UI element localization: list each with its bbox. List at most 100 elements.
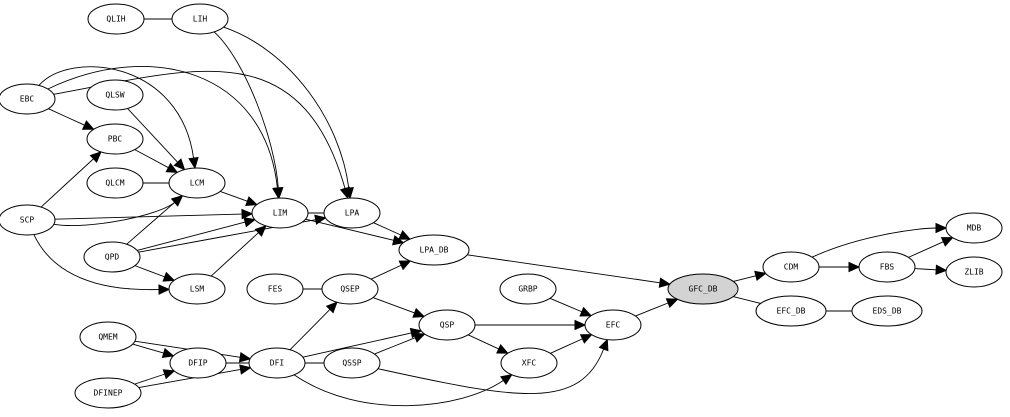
node-label: EDS_DB xyxy=(873,307,902,316)
node-pbc[interactable]: PBC xyxy=(86,123,144,155)
node-lsm[interactable]: LSM xyxy=(168,273,226,305)
edge-qmem-to-dfip xyxy=(132,343,175,359)
node-label: LPA xyxy=(345,209,360,218)
node-ebc[interactable]: EBC xyxy=(0,83,56,115)
arrowhead-icon xyxy=(243,217,257,228)
node-qpd[interactable]: QPD xyxy=(83,241,141,273)
node-label: EFC xyxy=(606,321,621,330)
edge-dfinep-to-dfip xyxy=(134,369,176,385)
edge-qsep-to-lpa_db xyxy=(370,260,412,280)
node-qlih[interactable]: QLIH xyxy=(87,3,145,35)
node-qsp[interactable]: QSP xyxy=(418,309,476,341)
node-label: QPD xyxy=(105,253,120,262)
node-shape xyxy=(0,83,56,115)
arrowhead-icon xyxy=(579,334,593,344)
node-lpa[interactable]: LPA xyxy=(323,197,381,229)
edge-fbs-to-mdb xyxy=(908,237,954,258)
node-gfc-db[interactable]: GFC_DB xyxy=(667,273,739,305)
node-label: DFI xyxy=(270,359,285,368)
edge-qssp-to-efc xyxy=(377,338,609,395)
node-mdb[interactable]: MDB xyxy=(945,212,1003,244)
node-qsep[interactable]: QSEP xyxy=(321,273,379,305)
node-lcm[interactable]: LCM xyxy=(168,167,226,199)
node-cdm[interactable]: CDM xyxy=(762,251,820,283)
node-shape xyxy=(499,273,557,305)
arrowhead-icon xyxy=(272,187,283,200)
edge-grbp-to-efc xyxy=(549,297,593,317)
node-xfc[interactable]: XFC xyxy=(500,347,558,379)
node-fes[interactable]: FES xyxy=(246,273,304,305)
edge-lpa_db-to-gfc_db xyxy=(467,254,672,288)
node-label: QLIH xyxy=(106,15,125,24)
node-qlsw[interactable]: QLSW xyxy=(86,79,144,111)
node-lpa-db[interactable]: LPA_DB xyxy=(398,234,470,266)
node-shape xyxy=(248,347,306,379)
node-dfip[interactable]: DFIP xyxy=(169,347,227,379)
node-shape xyxy=(251,197,309,229)
node-shape xyxy=(321,273,379,305)
arrowhead-icon xyxy=(496,343,509,354)
node-efc[interactable]: EFC xyxy=(584,309,642,341)
edge-lsm-to-lim xyxy=(210,225,267,277)
arrowhead-icon xyxy=(574,319,587,331)
node-label: MDB xyxy=(967,224,982,233)
node-fbs[interactable]: FBS xyxy=(858,251,916,283)
node-label: GFC_DB xyxy=(689,285,718,294)
arrowhead-icon xyxy=(81,120,95,130)
node-label: LPA_DB xyxy=(420,246,449,255)
node-eds-db[interactable]: EDS_DB xyxy=(851,295,923,327)
edge-gfc_db-to-cdm xyxy=(732,270,767,282)
node-label: FBS xyxy=(880,263,895,272)
node-shape xyxy=(169,347,227,379)
node-shape xyxy=(86,123,144,155)
node-shape xyxy=(86,79,144,111)
edge-ebc-to-lim xyxy=(47,66,283,200)
node-efc-db[interactable]: EFC_DB xyxy=(755,295,827,327)
node-qssp[interactable]: QSSP xyxy=(323,347,381,379)
node-qlcm[interactable]: QLCM xyxy=(86,167,144,199)
arrowhead-icon xyxy=(173,158,186,171)
nodes-layer: QLIH LIH EBC QLSW PBC QLCM LCM SCP LIM LPA QPD LSM L… xyxy=(0,3,1003,409)
node-label: DFINEP xyxy=(94,389,123,398)
arrowhead-icon xyxy=(665,298,679,309)
node-label: QSEP xyxy=(340,285,359,294)
node-label: QLSW xyxy=(105,91,124,100)
node-shape xyxy=(398,234,470,266)
edge-lpa-to-lpa_db xyxy=(373,222,412,240)
node-scp[interactable]: SCP xyxy=(0,204,56,236)
node-shape xyxy=(584,309,642,341)
edge-qsep-to-qsp xyxy=(372,297,426,318)
edge-scp-to-lim xyxy=(54,208,254,220)
node-label: XFC xyxy=(522,359,537,368)
node-label: ZLIB xyxy=(964,268,983,277)
edge-ebc-to-pbc xyxy=(48,108,95,130)
edge-efc-to-gfc_db xyxy=(635,298,679,317)
edge-dfi-to-xfc xyxy=(293,374,513,407)
node-label: PBC xyxy=(108,135,123,144)
node-shape xyxy=(500,347,558,379)
node-dfi[interactable]: DFI xyxy=(248,347,306,379)
node-label: FES xyxy=(268,285,283,294)
node-label: EFC_DB xyxy=(777,307,806,316)
arrowhead-icon xyxy=(165,162,179,173)
node-shape xyxy=(755,295,827,327)
node-zlib[interactable]: ZLIB xyxy=(945,256,1003,288)
arrowhead-icon xyxy=(339,186,350,200)
node-lim[interactable]: LIM xyxy=(251,197,309,229)
node-shape xyxy=(83,241,141,273)
node-shape xyxy=(79,321,137,353)
node-dfinep[interactable]: DFINEP xyxy=(74,377,142,409)
node-shape xyxy=(945,256,1003,288)
node-qmem[interactable]: QMEM xyxy=(79,321,137,353)
node-label: SCP xyxy=(20,216,35,225)
node-shape xyxy=(858,251,916,283)
node-lih[interactable]: LIH xyxy=(171,3,229,35)
node-grbp[interactable]: GRBP xyxy=(499,273,557,305)
node-label: DFIP xyxy=(188,359,207,368)
arrowhead-icon xyxy=(245,196,258,207)
edge-cdm-to-mdb xyxy=(811,222,948,258)
arrowhead-icon xyxy=(158,284,171,295)
arrowhead-icon xyxy=(398,260,412,271)
arrowhead-icon xyxy=(579,306,593,317)
node-label: LSM xyxy=(190,285,205,294)
